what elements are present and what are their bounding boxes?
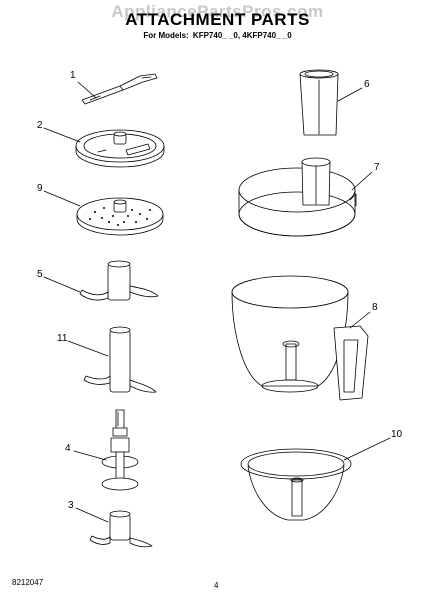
part-5-multipurpose-blade xyxy=(79,260,159,301)
leader-line-4 xyxy=(73,450,107,461)
part-1-disc-tool xyxy=(81,73,158,105)
part-10-mini-bowl xyxy=(240,448,352,521)
callout-11: 11 xyxy=(57,333,68,344)
leader-line-9 xyxy=(43,190,81,207)
leader-line-11 xyxy=(67,340,109,357)
watermark: AppliancePartsPros.com xyxy=(111,2,324,21)
callout-1: 1 xyxy=(70,70,76,81)
part-8-work-bowl xyxy=(231,275,369,401)
part-3-mini-blade xyxy=(89,510,153,548)
callout-3: 3 xyxy=(68,500,74,511)
leader-line-2 xyxy=(43,127,81,143)
models-label: For Models: xyxy=(143,31,189,40)
page-title: ATTACHMENT PARTS xyxy=(125,10,310,29)
leader-line-1 xyxy=(77,81,97,99)
part-2-slicing-disc xyxy=(75,129,165,168)
models-line: For Models: KFP740_ _0, 4KFP740_ _0 xyxy=(0,31,435,40)
callout-2: 2 xyxy=(37,120,43,131)
leader-line-8 xyxy=(349,311,371,329)
part-9-shredding-disc xyxy=(76,197,164,236)
part-6-food-pusher xyxy=(299,69,339,136)
models-list: KFP740_ _0, 4KFP740_ _0 xyxy=(192,31,292,40)
part-7-bowl-cover xyxy=(238,157,357,237)
callout-10: 10 xyxy=(391,429,403,440)
leader-lines xyxy=(43,81,391,523)
callout-6: 6 xyxy=(364,79,370,90)
callout-8: 8 xyxy=(372,302,378,313)
callout-5: 5 xyxy=(37,269,43,280)
page-number: 4 xyxy=(214,581,219,590)
part-4-disc-stem xyxy=(101,409,139,491)
leader-line-10 xyxy=(343,437,391,461)
callout-7: 7 xyxy=(374,162,380,173)
callout-9: 9 xyxy=(37,183,43,194)
leader-line-3 xyxy=(75,507,109,523)
part-11-dough-blade xyxy=(83,326,157,393)
leader-line-7 xyxy=(351,171,373,191)
leader-line-5 xyxy=(43,276,81,293)
callout-4: 4 xyxy=(65,443,71,454)
document-number: 8212047 xyxy=(12,578,44,587)
leader-line-6 xyxy=(337,87,363,102)
